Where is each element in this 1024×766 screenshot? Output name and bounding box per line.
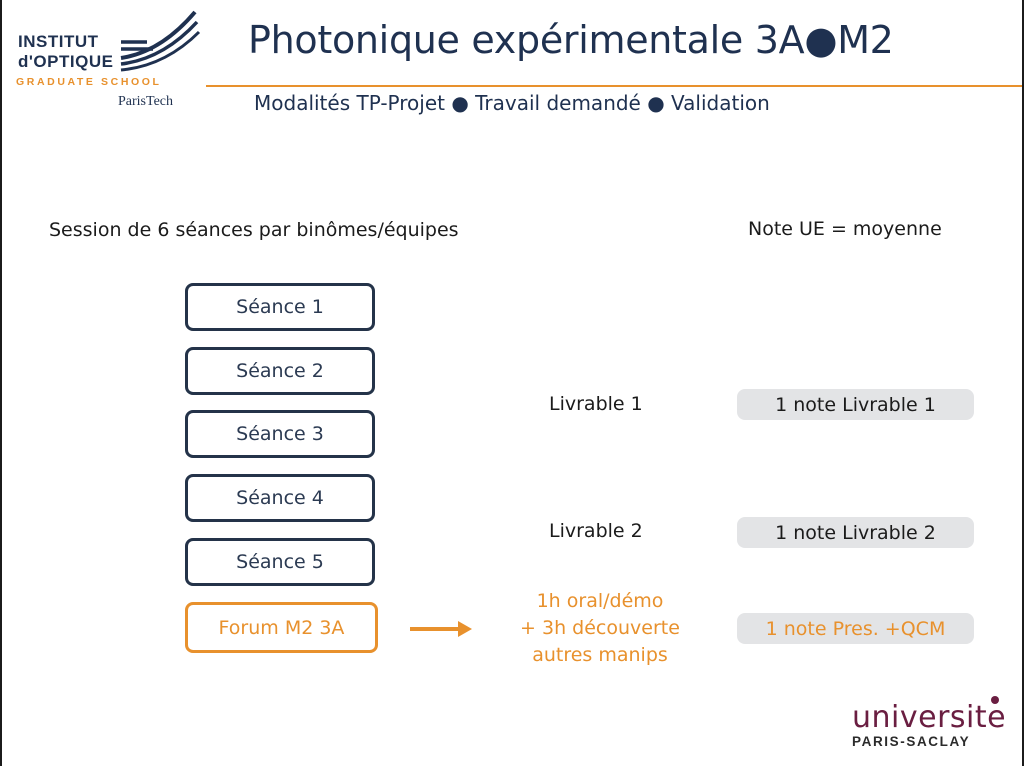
note-ue-label: Note UE = moyenne xyxy=(748,218,942,240)
forum-desc-line-3: autres manips xyxy=(532,644,668,666)
forum-box: Forum M2 3A xyxy=(185,602,378,653)
seance-box-5: Séance 5 xyxy=(185,538,375,586)
note-pres-qcm-box: 1 note Pres. +QCM xyxy=(737,613,974,644)
institut-optique-logo: INSTITUT d'OPTIQUE GRADUATE SCHOOL Paris… xyxy=(14,10,201,120)
logo-text-optique: d'OPTIQUE xyxy=(18,52,114,71)
livrable-1-label: Livrable 1 xyxy=(549,393,643,415)
livrable-2-label: Livrable 2 xyxy=(549,520,643,542)
universite-paris-saclay-logo: universite PARIS-SACLAY xyxy=(850,694,1010,754)
seance-box-1: Séance 1 xyxy=(185,283,375,331)
note-livrable-1-box: 1 note Livrable 1 xyxy=(737,389,974,420)
logo-text-graduate-school: GRADUATE SCHOOL xyxy=(16,76,162,88)
logo-text-institut: INSTITUT xyxy=(18,32,99,51)
page-title: Photonique expérimentale 3A●M2 xyxy=(248,18,894,62)
title-divider xyxy=(206,85,1022,87)
ups-logo-dot-icon xyxy=(991,696,999,704)
session-description: Session de 6 séances par binômes/équipes xyxy=(49,219,459,241)
seance-box-3: Séance 3 xyxy=(185,410,375,458)
seance-box-2: Séance 2 xyxy=(185,347,375,395)
page-subtitle: Modalités TP-Projet ● Travail demandé ● … xyxy=(254,91,770,115)
arrow-right-icon xyxy=(410,621,472,637)
forum-desc-line-1: 1h oral/démo xyxy=(536,590,664,612)
logo-text-paristech: ParisTech xyxy=(118,94,174,109)
note-livrable-2-box: 1 note Livrable 2 xyxy=(737,517,974,548)
ups-logo-word: universite xyxy=(852,700,1007,735)
forum-desc-line-2: + 3h découverte xyxy=(520,617,680,639)
forum-description: 1h oral/démo + 3h découverte autres mani… xyxy=(500,588,700,669)
seance-box-4: Séance 4 xyxy=(185,474,375,522)
frame-right-border xyxy=(1022,0,1024,766)
frame-left-border xyxy=(0,0,2,766)
swoosh-logo-icon xyxy=(120,10,201,72)
ups-logo-subtext: PARIS-SACLAY xyxy=(852,734,971,749)
